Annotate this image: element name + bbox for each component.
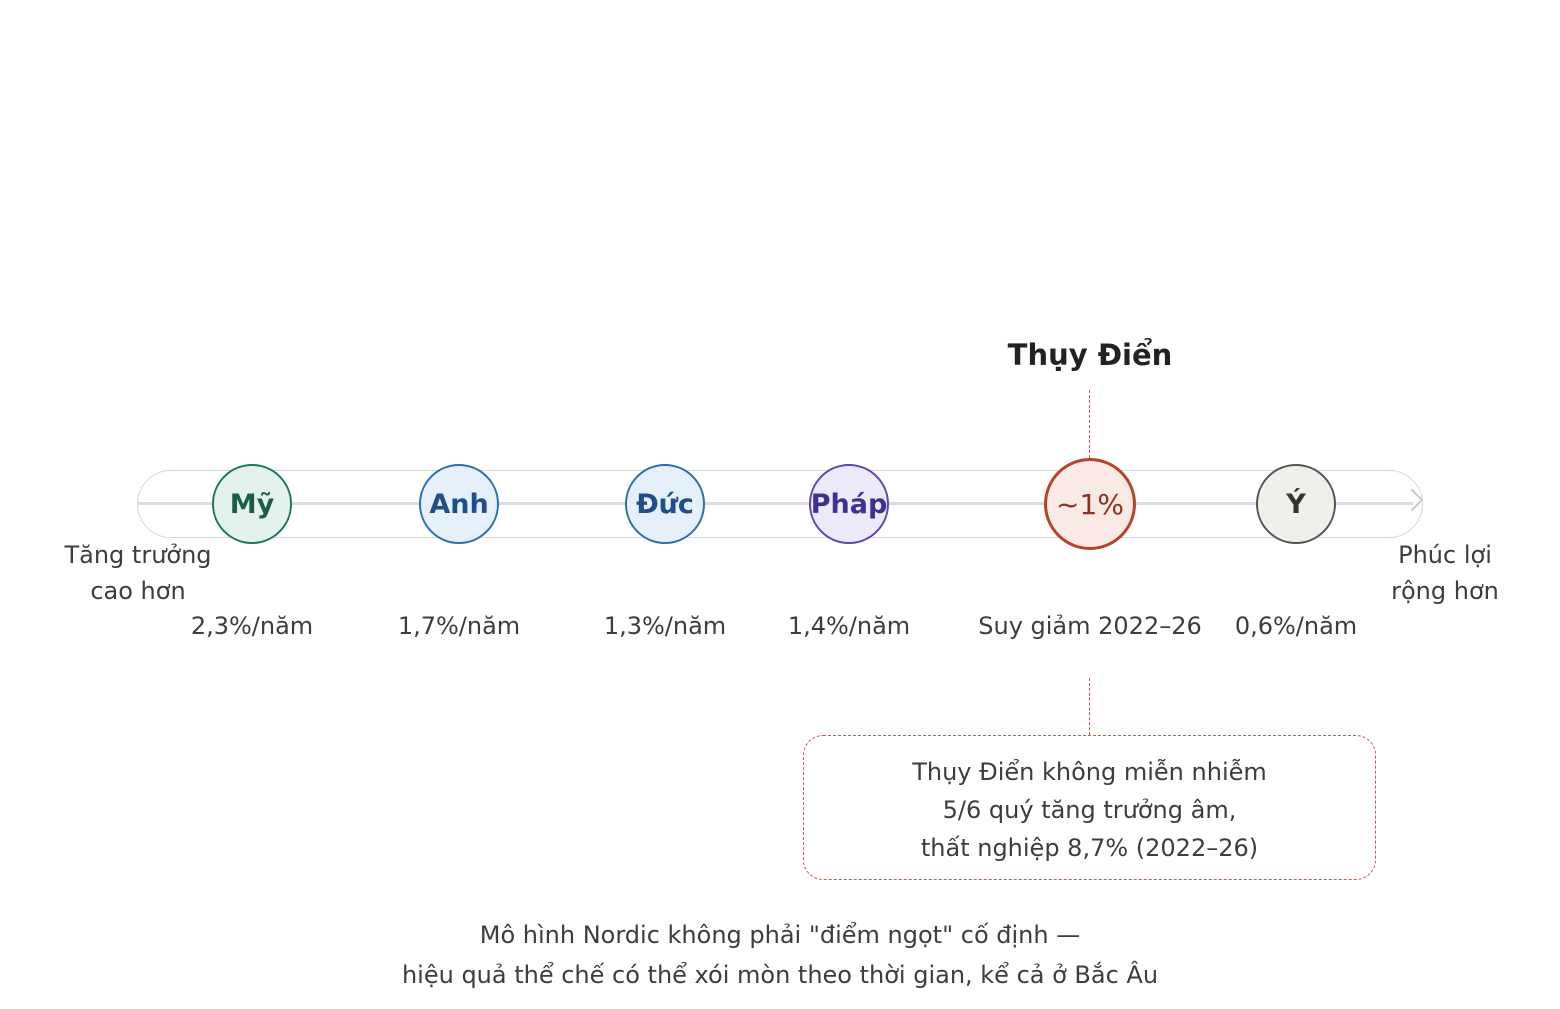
axis-left-label-line: cao hơn <box>90 577 186 605</box>
callout-note-line: Thụy Điển không miễn nhiễm <box>912 758 1267 786</box>
node-italy: Ý <box>1256 464 1336 544</box>
rate-usa: 2,3%/năm <box>190 612 314 640</box>
caption-line: Mô hình Nordic không phải "điểm ngọt" cố… <box>479 921 1081 949</box>
spectrum-axis-line <box>137 502 1413 505</box>
node-usa: Mỹ <box>212 464 292 544</box>
rate-uk: 1,7%/năm <box>397 612 521 640</box>
callout-connector-top <box>1089 390 1090 458</box>
callout-title: Thụy Điển <box>1007 338 1173 372</box>
caption: Mô hình Nordic không phải "điểm ngọt" cố… <box>0 915 1560 995</box>
rate-germany: 1,3%/năm <box>603 612 727 640</box>
node-sweden: ~1% <box>1044 458 1136 550</box>
rate-france: 1,4%/năm <box>787 612 911 640</box>
callout-note-line: 5/6 quý tăng trưởng âm, <box>942 796 1237 824</box>
axis-right-label-line: rộng hơn <box>1391 577 1499 605</box>
node-france: Pháp <box>809 464 889 544</box>
rate-sweden: Suy giảm 2022–26 <box>978 612 1202 640</box>
callout-note-line: thất nghiệp 8,7% (2022–26) <box>920 834 1259 862</box>
axis-left-label-line: Tăng trưởng <box>64 541 212 569</box>
axis-left-label: Tăng trưởng cao hơn <box>63 537 213 609</box>
axis-right-label-line: Phúc lợi <box>1398 541 1492 569</box>
rate-italy: 0,6%/năm <box>1234 612 1358 640</box>
caption-line: hiệu quả thể chế có thể xói mòn theo thờ… <box>401 961 1159 989</box>
callout-connector-bottom <box>1089 678 1090 735</box>
node-uk: Anh <box>419 464 499 544</box>
axis-right-label: Phúc lợi rộng hơn <box>1380 537 1510 609</box>
callout-note-box: Thụy Điển không miễn nhiễm 5/6 quý tăng … <box>803 735 1376 880</box>
node-germany: Đức <box>625 464 705 544</box>
